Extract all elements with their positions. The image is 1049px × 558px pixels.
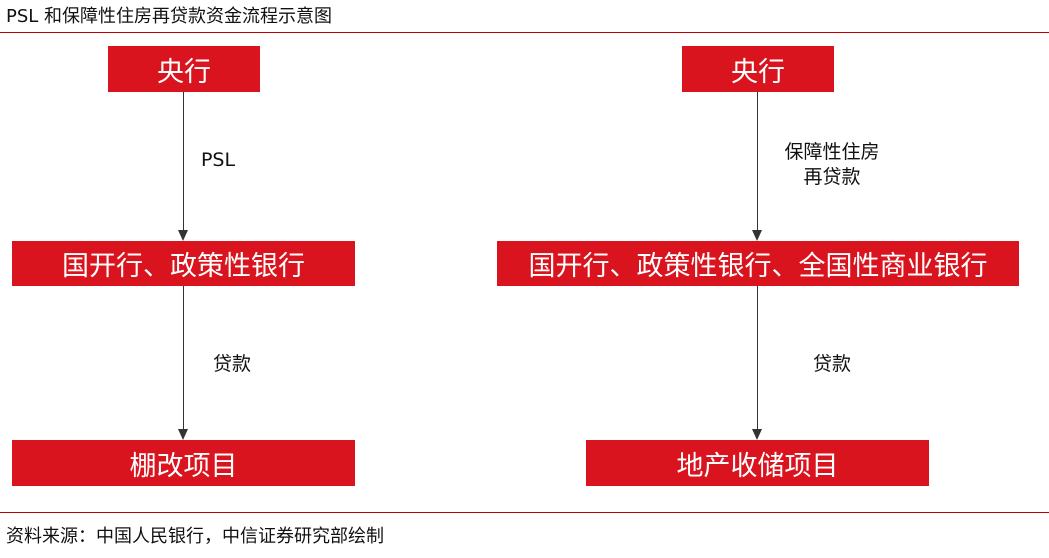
right-edge-1-label-line1: 保障性住房 bbox=[784, 141, 880, 163]
figure-title: PSL 和保障性住房再贷款资金流程示意图 bbox=[6, 6, 333, 27]
left-edge-2-label: 贷款 bbox=[212, 353, 252, 375]
right-edge-1-label: 保障性住房 再贷款 bbox=[784, 140, 879, 190]
right-arrow-2-line bbox=[757, 286, 758, 429]
right-arrow-1-line bbox=[757, 92, 758, 230]
left-node-shantytown-projects: 棚改项目 bbox=[12, 440, 355, 486]
right-node-land-reserve-projects: 地产收储项目 bbox=[586, 440, 929, 486]
left-edge-1-label: PSL bbox=[200, 149, 236, 171]
left-node-policy-banks: 国开行、政策性银行 bbox=[12, 241, 355, 286]
left-arrow-2-line bbox=[183, 286, 184, 429]
right-node-central-bank: 央行 bbox=[682, 46, 834, 92]
right-node-policy-and-commercial-banks: 国开行、政策性银行、全国性商业银行 bbox=[497, 241, 1019, 286]
right-edge-1-label-line2: 再贷款 bbox=[803, 166, 861, 188]
right-arrow-2-head bbox=[752, 429, 762, 440]
left-node-central-bank: 央行 bbox=[108, 46, 260, 92]
left-arrow-2-head bbox=[178, 429, 188, 440]
top-rule bbox=[0, 32, 1049, 33]
left-arrow-1-head bbox=[178, 230, 188, 241]
right-arrow-1-head bbox=[752, 230, 762, 241]
source-note: 资料来源：中国人民银行，中信证券研究部绘制 bbox=[6, 526, 384, 547]
left-arrow-1-line bbox=[183, 92, 184, 230]
right-edge-2-label: 贷款 bbox=[812, 353, 852, 375]
bottom-rule bbox=[0, 512, 1049, 513]
